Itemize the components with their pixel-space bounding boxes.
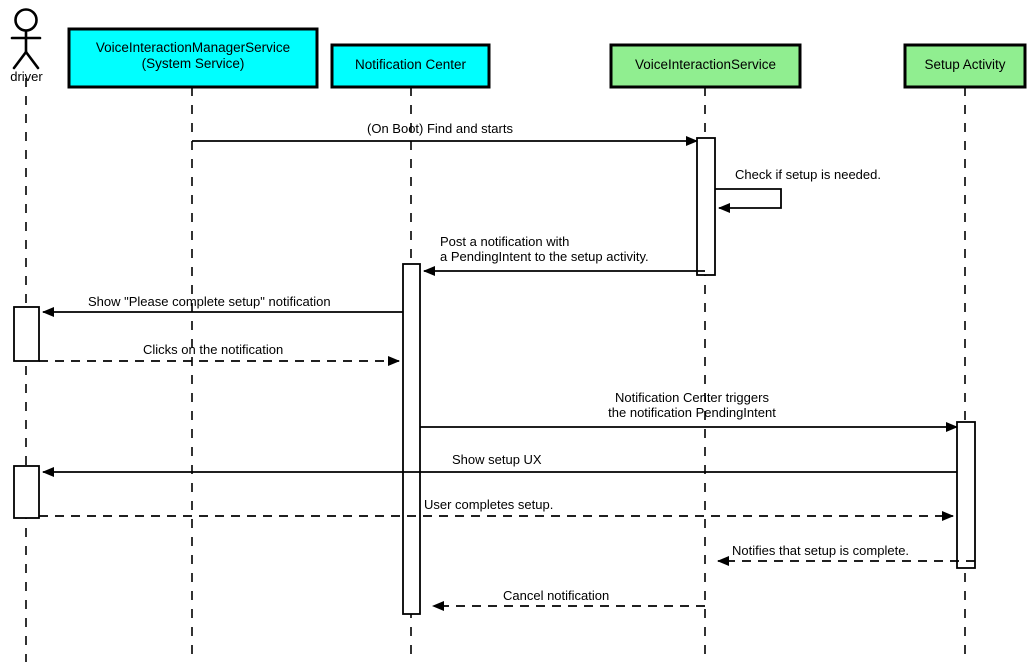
- participant-label-setup-activity: Setup Activity: [924, 57, 1006, 72]
- message-label-post-a-notification: Post a notification with a PendingIntent…: [440, 234, 649, 264]
- activation-bar-notification-center: [402, 263, 421, 615]
- message-label-cancel-notification: Cancel notification: [503, 588, 610, 603]
- activation-bar-driver-1: [13, 306, 40, 362]
- message-label-notification-center-triggers-pendingintent: Notification Center triggers the notific…: [608, 390, 776, 420]
- message-label-notifies-that-setup-is-complete: Notifies that setup is complete.: [732, 543, 910, 558]
- message-label-user-completes-setup: User completes setup.: [424, 497, 554, 512]
- participant-box-setup-activity[interactable]: [903, 43, 1027, 89]
- activation-bar-driver-2: [13, 465, 40, 519]
- lifelines-group: [25, 78, 966, 662]
- participant-box-vims[interactable]: [67, 27, 319, 89]
- message-label-show-please-complete-setup-notification: Show "Please complete setup" notificatio…: [88, 294, 331, 309]
- activation-bar-voiceinteractionservice: [696, 137, 716, 276]
- participant-box-notification-center[interactable]: [330, 43, 491, 89]
- message-label-show-setup-ux: Show setup UX: [452, 452, 542, 467]
- participant-label-voiceinteractionservice: VoiceInteractionService: [634, 57, 777, 72]
- participant-label-vims: VoiceInteractionManagerService (System S…: [95, 40, 291, 71]
- message-label-clicks-on-the-notification: Clicks on the notification: [143, 342, 284, 357]
- participant-label-notification-center: Notification Center: [354, 57, 467, 72]
- actor-label-driver: driver: [10, 69, 43, 84]
- participant-boxes-group: [67, 27, 1027, 89]
- actor-driver-figure: [10, 8, 42, 70]
- messages-group: [39, 136, 975, 611]
- message-arrow-check-if-setup-is-needed[interactable]: [715, 188, 782, 213]
- activation-bar-setup-activity: [956, 421, 976, 569]
- message-label-on-boot-find-and-starts: (On Boot) Find and starts: [367, 121, 513, 136]
- activation-bars-group: [13, 137, 976, 615]
- message-label-check-if-setup-is-needed: Check if setup is needed.: [735, 167, 881, 182]
- participant-box-voiceinteractionservice[interactable]: [609, 43, 802, 89]
